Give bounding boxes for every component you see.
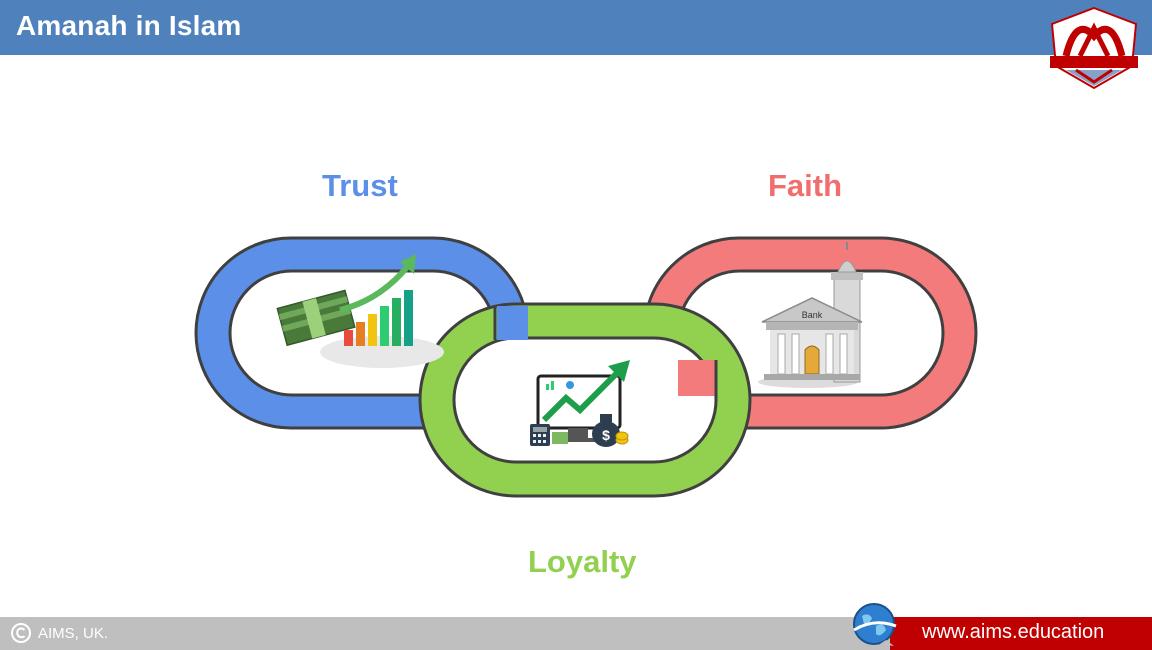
footer-accent-band <box>890 617 1152 650</box>
aims-logo-icon <box>1050 6 1138 90</box>
copyright-text: AIMS, UK. <box>38 624 109 642</box>
faith-label: Faith <box>768 168 843 203</box>
globe-icon <box>853 603 897 646</box>
bank-mosque-icon: Bank <box>758 242 863 388</box>
trust-label: Trust <box>322 168 398 203</box>
header-bar: Amanah in Islam <box>0 0 1152 55</box>
copyright-notice: AIMS, UK. <box>10 622 108 644</box>
website-link[interactable]: www.aims.education <box>922 621 1105 643</box>
money-growth-chart-icon <box>276 254 444 368</box>
loyalty-label: Loyalty <box>528 544 637 579</box>
finance-dashboard-icon: $ <box>530 360 630 447</box>
bank-sign-text: Bank <box>802 310 823 320</box>
money-bag-symbol: $ <box>602 427 610 443</box>
page-title: Amanah in Islam <box>16 10 242 41</box>
copyright-icon <box>11 623 31 643</box>
footer-bar: AIMS, UK. www.aims.education <box>0 617 1152 650</box>
